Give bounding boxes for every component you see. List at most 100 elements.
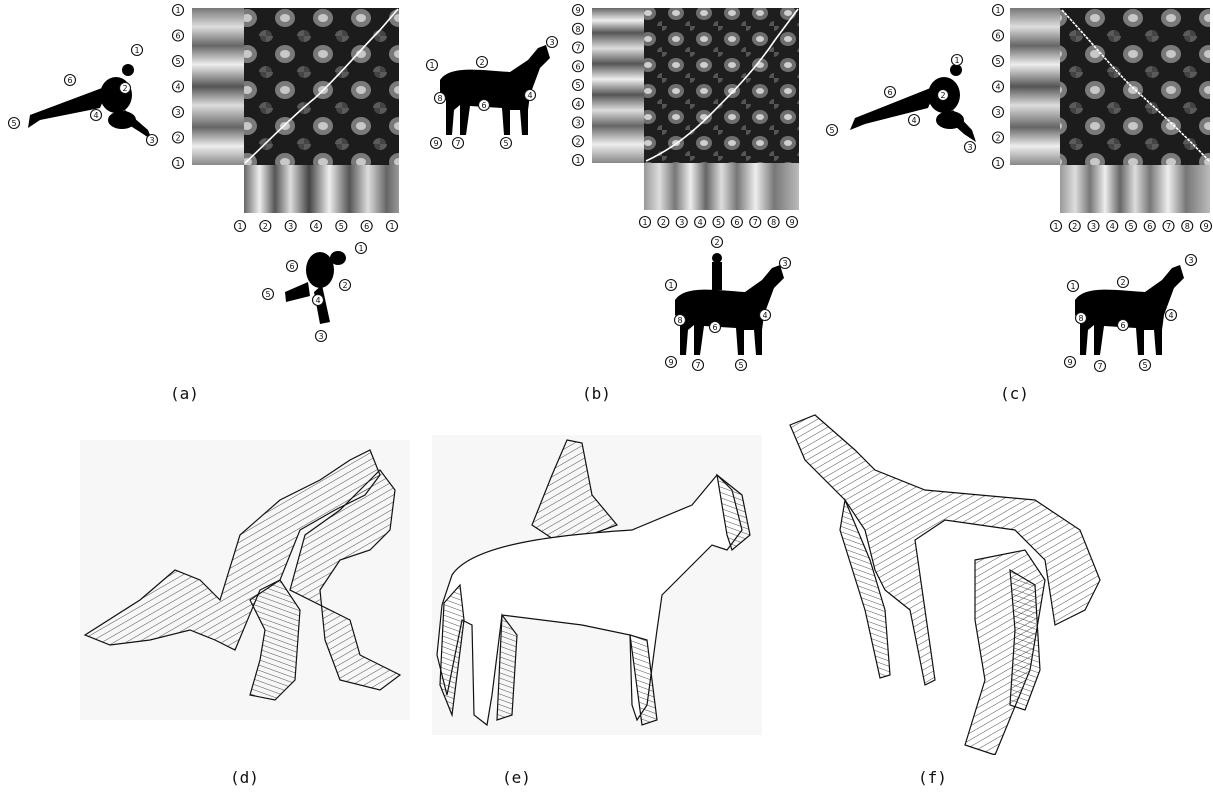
runner-silhouette-top <box>28 64 152 140</box>
svg-text:6: 6 <box>575 62 580 71</box>
caption-d: (d) <box>230 768 259 787</box>
index-marker: 6 <box>885 87 896 98</box>
caption-b: (b) <box>582 384 611 403</box>
index-marker: 2 <box>658 217 669 228</box>
svg-text:1: 1 <box>575 156 580 165</box>
panel-f: (f) <box>785 410 1105 755</box>
svg-text:6: 6 <box>887 88 892 97</box>
index-marker: 1 <box>427 60 438 71</box>
index-marker: 6 <box>1144 221 1155 232</box>
svg-text:7: 7 <box>455 139 460 148</box>
svg-text:3: 3 <box>782 259 787 268</box>
panel-f-figure <box>785 410 1105 755</box>
left-profile-strip <box>192 8 244 165</box>
svg-text:2: 2 <box>263 222 268 231</box>
svg-text:2: 2 <box>479 58 484 67</box>
index-marker: 3 <box>676 217 687 228</box>
svg-text:1: 1 <box>995 6 1000 15</box>
caption-e: (e) <box>502 768 531 787</box>
index-marker: 5 <box>1126 221 1137 232</box>
bottom-profile-strip <box>644 163 799 210</box>
svg-text:7: 7 <box>695 361 700 370</box>
svg-text:6: 6 <box>734 218 739 227</box>
caption-a: (a) <box>170 384 199 403</box>
svg-text:9: 9 <box>1203 222 1208 231</box>
index-marker: 9 <box>1065 357 1076 368</box>
index-marker: 1 <box>173 158 184 169</box>
svg-text:9: 9 <box>433 139 438 148</box>
svg-text:4: 4 <box>762 311 767 320</box>
index-marker: 4 <box>1107 221 1118 232</box>
svg-text:6: 6 <box>712 323 717 332</box>
index-marker: 9 <box>573 5 584 16</box>
index-marker: 9 <box>1201 221 1212 232</box>
index-marker: 7 <box>453 138 464 149</box>
index-marker: 2 <box>1118 277 1129 288</box>
svg-text:7: 7 <box>753 218 758 227</box>
index-marker: 3 <box>573 117 584 128</box>
index-marker: 1 <box>640 217 651 228</box>
index-marker: 1 <box>1068 281 1079 292</box>
svg-text:3: 3 <box>288 222 293 231</box>
svg-text:8: 8 <box>437 94 442 103</box>
svg-text:8: 8 <box>1078 314 1083 323</box>
svg-text:3: 3 <box>575 119 580 128</box>
svg-text:3: 3 <box>995 108 1000 117</box>
svg-text:7: 7 <box>575 44 580 53</box>
index-marker: 2 <box>1069 221 1080 232</box>
index-marker: 4 <box>573 98 584 109</box>
svg-text:7: 7 <box>1097 362 1102 371</box>
svg-text:9: 9 <box>789 218 794 227</box>
svg-text:6: 6 <box>1120 321 1125 330</box>
svg-text:1: 1 <box>389 222 394 231</box>
index-marker: 5 <box>713 217 724 228</box>
svg-text:2: 2 <box>661 218 666 227</box>
index-marker: 4 <box>525 90 536 101</box>
svg-text:6: 6 <box>995 32 1000 41</box>
index-marker: 7 <box>693 360 704 371</box>
svg-text:4: 4 <box>93 111 98 120</box>
svg-text:8: 8 <box>1185 222 1190 231</box>
index-marker: 5 <box>173 56 184 67</box>
svg-text:1: 1 <box>175 159 180 168</box>
svg-text:3: 3 <box>149 136 154 145</box>
index-marker: 7 <box>573 42 584 53</box>
index-marker: 6 <box>573 61 584 72</box>
index-marker: 6 <box>710 322 721 333</box>
index-marker: 5 <box>1140 360 1151 371</box>
svg-text:2: 2 <box>122 84 127 93</box>
index-marker: 3 <box>147 135 158 146</box>
index-marker: 2 <box>340 280 351 291</box>
index-marker: 2 <box>993 132 1004 143</box>
svg-text:2: 2 <box>940 91 945 100</box>
index-marker: 4 <box>1166 310 1177 321</box>
caption-c: (c) <box>1000 384 1029 403</box>
svg-text:5: 5 <box>1128 222 1133 231</box>
horse-silhouette-top <box>440 45 550 135</box>
index-marker: 8 <box>1076 313 1087 324</box>
svg-text:1: 1 <box>358 244 363 253</box>
index-marker: 1 <box>132 45 143 56</box>
svg-text:1: 1 <box>1053 222 1058 231</box>
index-marker: 6 <box>287 261 298 272</box>
distance-matrix <box>1060 8 1210 165</box>
index-marker: 3 <box>316 331 327 342</box>
svg-text:1: 1 <box>668 281 673 290</box>
svg-text:3: 3 <box>1091 222 1096 231</box>
index-marker: 3 <box>1088 221 1099 232</box>
index-marker: 4 <box>311 221 322 232</box>
svg-text:2: 2 <box>1120 278 1125 287</box>
index-marker: 9 <box>431 138 442 149</box>
index-marker: 6 <box>173 30 184 41</box>
index-marker: 9 <box>666 357 677 368</box>
panel-c: 1654321 123456789 123456 123456789 (c) <box>810 0 1213 410</box>
svg-text:9: 9 <box>668 358 673 367</box>
index-marker: 1 <box>1051 221 1062 232</box>
index-marker: 8 <box>1182 221 1193 232</box>
svg-text:2: 2 <box>995 134 1000 143</box>
svg-text:3: 3 <box>679 218 684 227</box>
index-marker: 1 <box>173 5 184 16</box>
